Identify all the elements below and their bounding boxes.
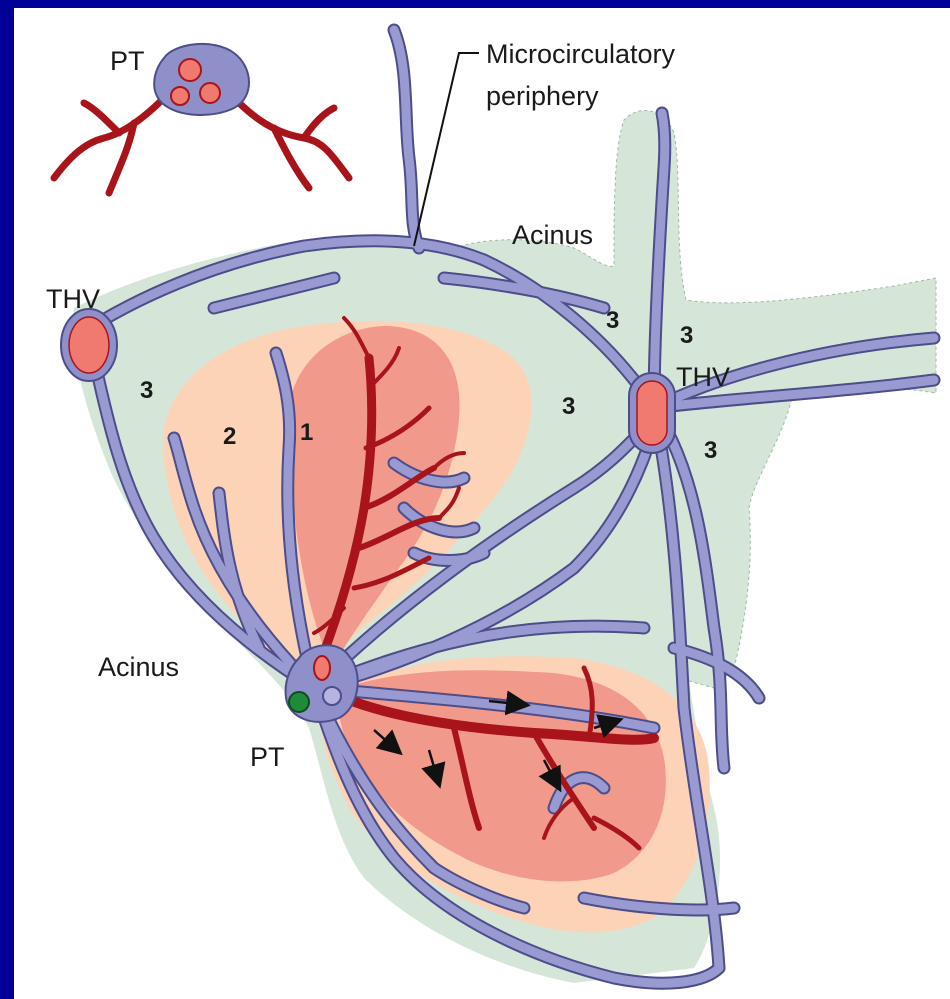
zone-number-3-right: 3 (704, 437, 717, 464)
label-pt-bottom: PT (250, 742, 285, 772)
zone-number-3-left: 3 (140, 377, 153, 404)
label-thv-left: THV (46, 284, 100, 314)
diagram-frame: PT THV Microcirculatory periphery Acinus… (14, 8, 950, 999)
zone-number-3-mid: 3 (562, 393, 575, 420)
zone-number-3-upper-right: 3 (680, 322, 693, 349)
label-microcirculatory-line2: periphery (486, 81, 599, 111)
terminal-hepatic-venule-right (629, 373, 675, 453)
microcirculatory-leader-line (414, 53, 479, 246)
zone-number-1: 1 (300, 419, 313, 446)
zone-number-2: 2 (223, 423, 236, 450)
label-acinus-top: Acinus (512, 220, 593, 250)
label-thv-right: THV (676, 362, 730, 392)
portal-tract-top (54, 44, 349, 193)
liver-acinus-diagram: PT THV Microcirculatory periphery Acinus… (14, 8, 950, 999)
zone-number-3-upper-mid: 3 (606, 307, 619, 334)
label-acinus-left: Acinus (98, 652, 179, 682)
label-pt-top: PT (110, 46, 145, 76)
terminal-hepatic-venule-left (61, 309, 117, 381)
label-microcirculatory-line1: Microcirculatory (486, 39, 676, 69)
